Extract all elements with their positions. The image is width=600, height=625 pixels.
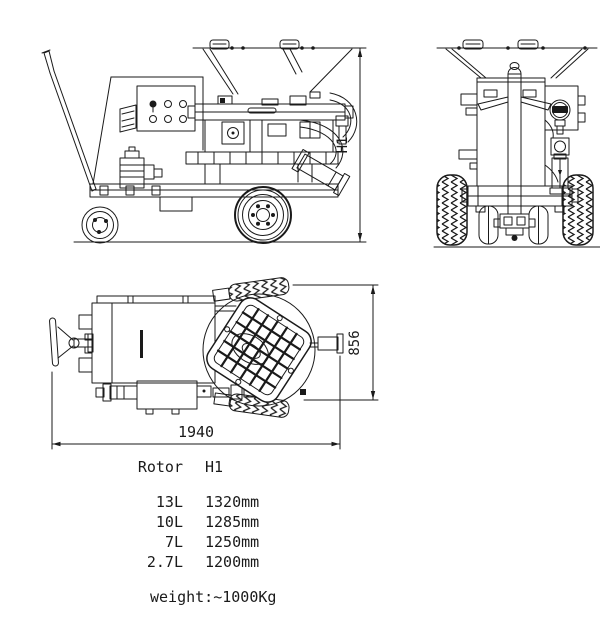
rear-wheel <box>234 186 292 244</box>
discharge-nozzle <box>291 148 351 197</box>
hopper-grate <box>206 297 312 403</box>
water-pump-column <box>544 119 571 195</box>
rotor-value: 10L <box>155 513 183 531</box>
spec-row: 10L 1285mm <box>128 512 308 532</box>
chassis-frame <box>89 183 339 212</box>
front-view <box>433 39 600 248</box>
dimension-h1: H1 <box>335 47 367 243</box>
tow-handle-top <box>49 317 94 367</box>
front-jockey-wheel <box>81 206 119 244</box>
center-column <box>477 62 552 215</box>
wheel-top-upper <box>212 277 290 302</box>
engine-cover <box>92 76 204 185</box>
axle-assembly <box>493 213 536 241</box>
pressure-gauge-panel <box>544 85 586 135</box>
motor-pump <box>119 146 163 189</box>
rotor-body <box>204 115 349 153</box>
pump-assembly-top <box>95 380 258 415</box>
rotor-value: 2.7L <box>146 553 183 571</box>
h1-dimension-label: H1 <box>335 137 351 154</box>
rotor-housing-circle <box>202 293 316 407</box>
tow-handle <box>41 49 97 192</box>
rotor-value: 7L <box>164 533 183 551</box>
clamp-plate <box>187 91 354 121</box>
header-rotor: Rotor <box>137 458 183 476</box>
discharge-hoses <box>299 92 358 169</box>
length-dimension-label: 1940 <box>178 423 214 441</box>
outlet-top <box>300 333 344 395</box>
left-tire <box>436 174 468 246</box>
header-h1: H1 <box>205 458 224 476</box>
machine-body-front <box>458 77 546 187</box>
h1-value: 1250mm <box>205 533 260 551</box>
top-view <box>49 277 344 418</box>
side-view <box>41 39 363 244</box>
h1-value: 1320mm <box>205 493 260 511</box>
h1-value: 1200mm <box>205 553 260 571</box>
spec-row: 13L 1320mm <box>128 492 308 512</box>
width-dimension-label: 856 <box>347 330 363 355</box>
control-panel <box>136 85 196 132</box>
spec-row: 7L 1250mm <box>128 532 308 552</box>
spec-row: 2.7L 1200mm <box>128 552 308 572</box>
hopper-front <box>436 39 598 79</box>
dimension-length-1940: 1940 <box>51 355 341 450</box>
mid-deck <box>185 151 339 185</box>
rotor-value: 13L <box>155 493 183 511</box>
weight-label: weight:~1000Kg <box>150 588 277 606</box>
axle-frame <box>461 185 579 213</box>
body-top <box>78 295 237 384</box>
right-tire <box>562 174 594 246</box>
dimension-width-856: 856 <box>292 284 379 401</box>
louver-vent <box>119 104 137 133</box>
rotor-spec-table: Rotor H1 13L 1320mm 10L 1285mm 7L 1250mm… <box>128 457 308 607</box>
spec-table-header: Rotor H1 <box>128 457 308 477</box>
h1-value: 1285mm <box>205 513 260 531</box>
hopper-side <box>192 39 361 95</box>
